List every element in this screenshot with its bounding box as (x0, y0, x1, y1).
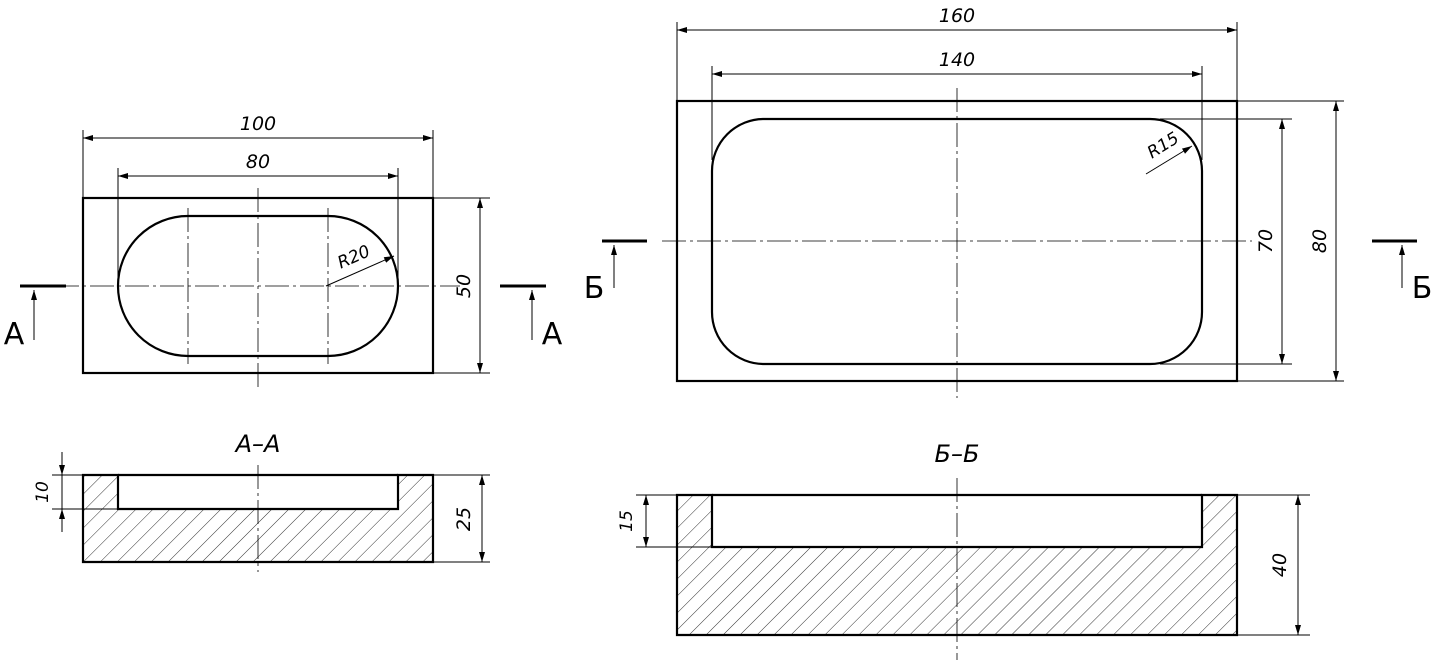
part1-section-view: А–А 10 25 (33, 430, 490, 572)
part2-dim-radius: R15 (1144, 128, 1183, 163)
svg-text:Б: Б (584, 271, 605, 306)
part1-section-marker-right: А (500, 284, 563, 352)
part2-dim-section-depth: 15 (617, 510, 637, 532)
svg-text:А: А (4, 317, 25, 352)
part1-dim-section-depth: 10 (33, 481, 53, 503)
svg-text:А: А (542, 317, 563, 352)
part1-dim-section-height: 25 (453, 507, 475, 531)
part2-top-view: 160 140 R15 70 80 Б Б (584, 5, 1433, 398)
part2-section-view: Б–Б 15 40 (617, 440, 1310, 660)
part1-top-view: 100 80 R20 50 А А (4, 113, 563, 390)
part2-dim-width: 160 (939, 5, 975, 27)
part1-dim-radius: R20 (335, 241, 374, 273)
part1-section-title: А–А (234, 430, 281, 458)
part1-radius-leader (325, 255, 395, 287)
part2-section-marker-right: Б (1372, 239, 1433, 306)
part1-dim-inner-width: 80 (246, 151, 270, 173)
part2-dim-inner-height: 70 (1255, 229, 1277, 253)
part2-dim-section-height: 40 (1269, 553, 1291, 577)
part2-section-title: Б–Б (935, 440, 980, 468)
part2-dim-height: 80 (1309, 229, 1331, 253)
svg-text:Б: Б (1412, 271, 1433, 306)
part2-dim-inner-width: 140 (939, 49, 975, 71)
part1-section-marker-left: А (4, 284, 66, 352)
part2-radius-leader (1145, 145, 1193, 175)
part2-section-marker-left: Б (584, 239, 647, 306)
part1-dim-height: 50 (453, 274, 475, 298)
part1-dim-width: 100 (240, 113, 276, 135)
